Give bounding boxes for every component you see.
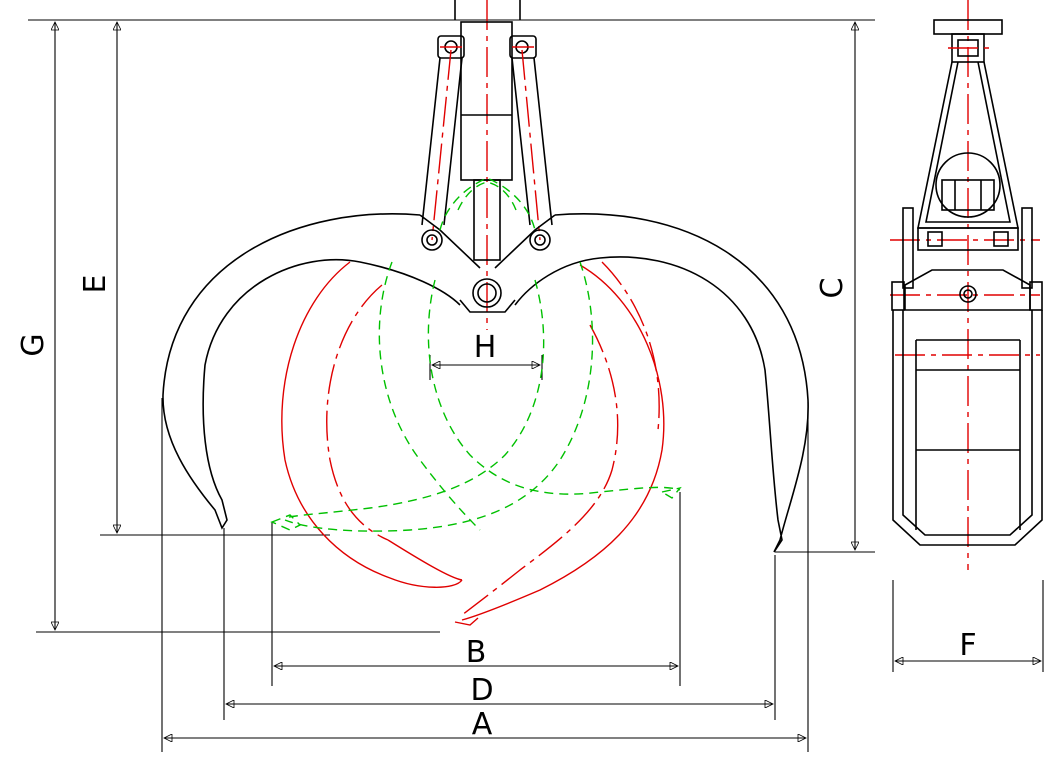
label-f: F xyxy=(959,628,976,663)
label-d: D xyxy=(470,673,493,708)
dimension-labels: B D A H F G E C xyxy=(16,275,977,742)
label-e: E xyxy=(78,275,113,294)
dimension-lines xyxy=(28,19,1044,752)
label-b: B xyxy=(466,635,487,670)
front-view xyxy=(162,0,809,626)
label-g: G xyxy=(16,333,51,356)
side-view xyxy=(890,0,1043,570)
label-a: A xyxy=(472,707,493,742)
label-h: H xyxy=(474,330,497,365)
label-c: C xyxy=(815,278,850,299)
